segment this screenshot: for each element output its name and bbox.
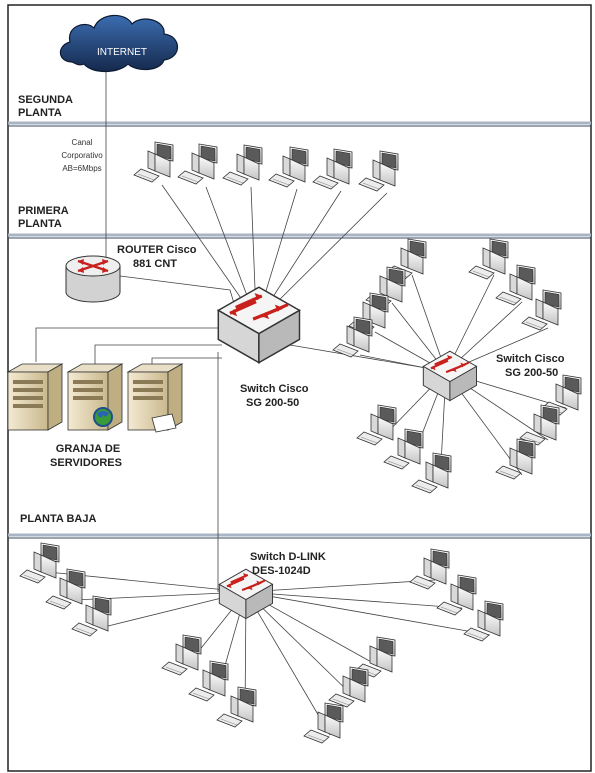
server-farm <box>6 363 184 433</box>
cloud-icon: INTERNET <box>59 14 179 73</box>
dlink-label-2: DES-1024D <box>252 565 311 577</box>
right-switch-label-2: SG 200-50 <box>505 367 558 379</box>
computer-icon <box>328 666 369 708</box>
channel-line-3: AB=6Mbps <box>62 164 101 173</box>
computer-icon <box>468 238 509 280</box>
switch-icon <box>422 350 478 402</box>
channel-line-2: Corporativo <box>61 151 103 160</box>
router-label-1: ROUTER Cisco <box>117 244 197 256</box>
computer-icon <box>177 143 218 185</box>
computer-icon <box>358 150 399 192</box>
floor-baja-label: PLANTA BAJA <box>20 513 96 525</box>
computer-icon <box>19 542 60 584</box>
computer-icon <box>222 144 263 186</box>
floor-separators <box>8 121 591 539</box>
servers-label-1: GRANJA DE <box>56 443 120 455</box>
document-icon <box>151 413 177 433</box>
computer-icon <box>133 141 174 183</box>
computer-icon <box>268 146 309 188</box>
globe-icon <box>93 407 113 427</box>
computer-icon <box>312 148 353 190</box>
server-icon <box>126 363 184 433</box>
router-label-2: 881 CNT <box>133 258 177 270</box>
server-icon <box>66 363 124 431</box>
dlink-label-1: Switch D-LINK <box>250 551 326 563</box>
right-switch-label-1: Switch Cisco <box>496 353 565 365</box>
computer-icon <box>409 548 450 590</box>
channel-label: Canal Corporativo AB=6Mbps <box>61 138 103 173</box>
computer-icon <box>161 634 202 676</box>
main-switch-label-2: SG 200-50 <box>246 397 299 409</box>
first-floor-computers <box>133 141 399 192</box>
computer-icon <box>303 702 344 744</box>
channel-line-1: Canal <box>72 138 93 147</box>
floor-segunda-line-2: PLANTA <box>18 107 62 119</box>
servers-label-2: SERVIDORES <box>50 457 122 469</box>
internet-label: INTERNET <box>97 47 147 58</box>
computer-icon <box>356 404 397 446</box>
server-icon <box>6 363 64 431</box>
main-switch-label-1: Switch Cisco <box>240 383 309 395</box>
floor-primera-line-2: PLANTA <box>18 218 62 230</box>
floor-primera-line-1: PRIMERA <box>18 205 69 217</box>
computer-icon <box>495 438 536 480</box>
floor-segunda-line-1: SEGUNDA <box>18 94 73 106</box>
switch-icon <box>216 285 302 365</box>
router-icon <box>65 255 121 303</box>
